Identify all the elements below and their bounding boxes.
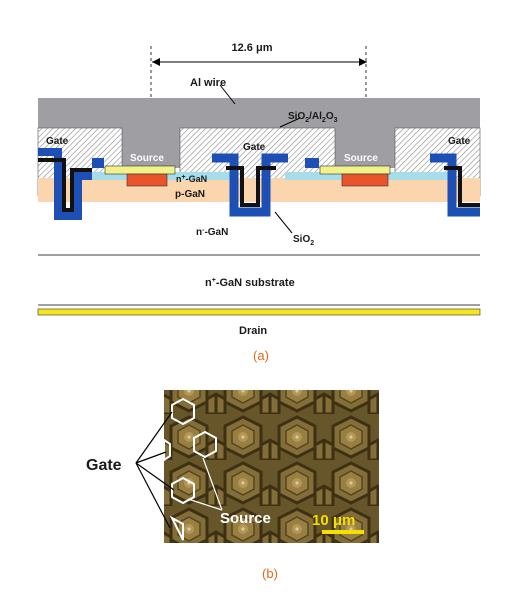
sio2-leader	[274, 211, 293, 234]
al-wire-leader	[219, 84, 236, 105]
source-label-right: Source	[344, 153, 378, 164]
sio2-al2o3-label: SiO2/Al2O3	[288, 111, 338, 124]
highlight-hexagons	[163, 397, 217, 541]
gate-leaders	[135, 411, 175, 529]
source-hexagon-1	[193, 430, 217, 459]
scale-bar	[322, 530, 364, 534]
gate-hexagon-3	[169, 515, 184, 541]
al-wire-label: Al wire	[190, 77, 226, 89]
source-label-left: Source	[130, 153, 164, 164]
trench-middle	[212, 153, 288, 217]
substrate-label: n+-GaN substrate	[205, 277, 295, 289]
scale-label: 10 μm	[312, 512, 355, 529]
gate-label-left: Gate	[46, 136, 69, 147]
contact-region-left	[126, 173, 168, 187]
gate-hexagon-2	[171, 476, 195, 505]
al-wire-plug-right	[335, 128, 395, 168]
al-wire-plug-left	[120, 128, 180, 168]
caption-a: (a)	[253, 348, 269, 363]
source-metal-right	[319, 165, 391, 175]
source-metal-left	[104, 165, 176, 175]
n-plus-gan-label: n+-GaN	[176, 174, 207, 184]
cross-section-diagram: 12.6 μm	[37, 42, 481, 363]
gate-edge-mid	[305, 158, 319, 168]
drain-label: Drain	[239, 325, 267, 337]
source-leaders	[187, 457, 223, 511]
micrograph-image	[164, 390, 379, 543]
micrograph-figure: Gate Source 10 μm (b)	[86, 390, 379, 581]
sio2-label: SiO2	[293, 234, 314, 247]
trench-right	[430, 153, 480, 217]
gate-label-middle: Gate	[243, 142, 266, 153]
dimension-label: 12.6 μm	[232, 42, 273, 54]
caption-b: (b)	[262, 566, 278, 581]
al-wire-layer	[38, 98, 480, 130]
trench-left	[38, 148, 92, 220]
gate-edge-left	[92, 158, 104, 168]
source-label: Source	[220, 510, 271, 527]
contact-region-right	[341, 173, 389, 187]
gate-label-right: Gate	[448, 136, 471, 147]
p-gan-label: p-GaN	[175, 189, 205, 200]
drain-layer	[37, 308, 481, 316]
gate-hexagon-1	[171, 397, 195, 426]
sio2-al2o3-leader	[279, 117, 301, 128]
n-minus-gan-label: n--GaN	[196, 227, 228, 238]
gate-label: Gate	[86, 457, 122, 474]
